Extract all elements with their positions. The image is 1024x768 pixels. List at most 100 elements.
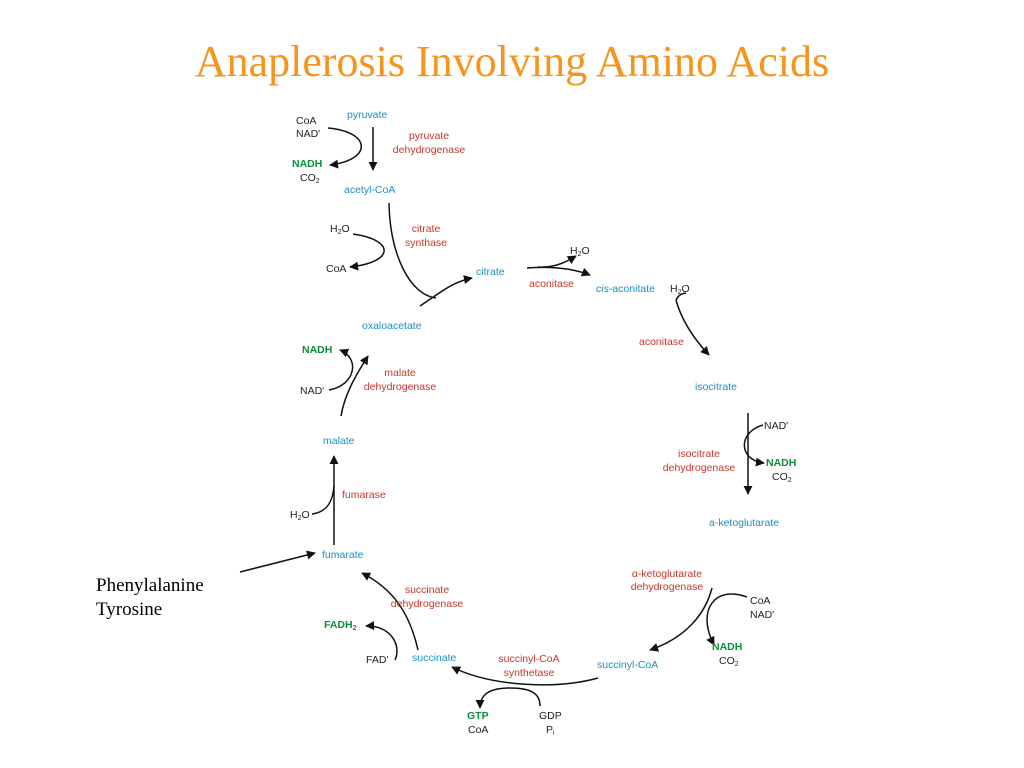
- metabolite-acetyl-coa: acetyl-CoA: [344, 184, 395, 196]
- h2o-o: O: [682, 283, 690, 295]
- enzyme-isocitrate-dh-line2: dehydrogenase: [663, 462, 736, 474]
- h2o-o: O: [582, 245, 590, 257]
- enzyme-pyruvate-dh-line1: pyruvate: [409, 130, 449, 142]
- enzyme-succinyl-coa-synthetase-line1: succinyl-CoA: [498, 653, 559, 665]
- amino-acid-phenylalanine: Phenylalanine: [96, 575, 204, 596]
- cofactor-coa-cs: CoA: [326, 263, 346, 275]
- h2o-o: O: [302, 509, 310, 521]
- h2o-subscript: 2: [298, 515, 302, 522]
- cis-aconitate-rest: -aconitate: [609, 283, 655, 295]
- cofactor-nad-icdh: NAD': [764, 420, 788, 432]
- p-subscript: i: [553, 730, 555, 737]
- metabolite-fumarate: fumarate: [322, 549, 364, 561]
- cofactor-nadh-pdh: NADH: [292, 158, 322, 170]
- co2-subscript: 2: [735, 661, 739, 668]
- page-title: Anaplerosis Involving Amino Acids: [194, 37, 830, 86]
- cofactor-fadh2: FADH2: [324, 619, 357, 632]
- enzyme-isocitrate-dh-line1: isocitrate: [678, 448, 720, 460]
- arrow-sdh-cofactors: [365, 621, 398, 661]
- cofactor-h2o-fumarase: H2O: [290, 509, 310, 522]
- arrow-succinate-to-fumarate: [361, 572, 419, 651]
- enzyme-akg-dh-line2: dehydrogenase: [631, 581, 704, 593]
- enzyme-malate-dh-line2: dehydrogenase: [364, 381, 437, 393]
- fadh-base: FADH: [324, 619, 353, 631]
- arrow-cisaconitate-to-isocitrate: [675, 299, 710, 356]
- cofactor-nad-mdh: NAD': [300, 385, 324, 397]
- arrow-fumarase-water: [311, 485, 335, 515]
- metabolite-malate: malate: [323, 435, 355, 447]
- cofactor-co2-akgdh: CO2: [719, 655, 739, 668]
- arrow-oxaloacetate-to-citrate: [419, 275, 473, 307]
- h2o-h: H: [290, 509, 298, 521]
- arrow-malate-to-oxaloacetate: [340, 355, 369, 417]
- co2-subscript: 2: [316, 178, 320, 185]
- co2-subscript: 2: [788, 477, 792, 484]
- cofactor-nadh-akgdh: NADH: [712, 641, 742, 653]
- h2o-subscript: 2: [678, 289, 682, 296]
- co2-base: CO: [719, 655, 735, 667]
- arrow-citrate-synthase-cofactors: [349, 233, 385, 271]
- enzyme-pyruvate-dh-line2: dehydrogenase: [393, 144, 466, 156]
- reaction-arrows: [239, 127, 765, 709]
- arrow-pdh-cofactors: [327, 127, 362, 169]
- arrow-icdh-cofactors: [743, 424, 765, 467]
- cofactor-co2-icdh: CO2: [772, 471, 792, 484]
- enzyme-labels: pyruvate dehydrogenase citrate synthase …: [342, 130, 735, 679]
- metabolite-isocitrate: isocitrate: [695, 381, 737, 393]
- arrow-gdp-to-gtp: [475, 687, 541, 709]
- co2-base: CO: [300, 172, 316, 184]
- enzyme-citrate-synthase-line2: synthase: [405, 237, 447, 249]
- h2o-h: H: [670, 283, 678, 295]
- amino-acid-source-label: Phenylalanine Tyrosine: [96, 574, 204, 622]
- metabolite-succinate: succinate: [412, 652, 457, 664]
- arrow-h2o-release: [537, 255, 577, 268]
- cofactor-h2o-aconitase-1: H2O: [570, 245, 590, 258]
- cofactor-co2-pdh: CO2: [300, 172, 320, 185]
- cofactor-fad: FAD': [366, 654, 388, 666]
- cis-prefix: cis: [596, 283, 610, 295]
- h2o-h: H: [330, 223, 338, 235]
- amino-acid-tyrosine: Tyrosine: [96, 599, 163, 620]
- p-base: P: [546, 724, 553, 736]
- cofactor-nad-akgdh: NAD': [750, 609, 774, 621]
- cofactor-pi: Pi: [546, 724, 555, 737]
- enzyme-fumarase: fumarase: [342, 489, 386, 501]
- enzyme-malate-dh-line1: malate: [384, 367, 416, 379]
- enzyme-succinyl-coa-synthetase-line2: synthetase: [504, 667, 555, 679]
- metabolite-pyruvate: pyruvate: [347, 109, 387, 121]
- enzyme-aconitase-1: aconitase: [529, 278, 574, 290]
- cofactor-h2o-aconitase-2: H2O: [670, 283, 690, 296]
- cofactor-coa-scs: CoA: [468, 724, 488, 736]
- arrow-mdh-cofactors: [328, 348, 354, 391]
- enzyme-aconitase-2: aconitase: [639, 336, 684, 348]
- fadh-subscript: 2: [353, 625, 357, 632]
- cofactor-coa-pdh: CoA: [296, 115, 316, 127]
- arrow-citrate-to-cisaconitate: [526, 266, 591, 277]
- cofactor-coa-akgdh: CoA: [750, 595, 770, 607]
- h2o-o: O: [342, 223, 350, 235]
- cofactor-nadh-icdh: NADH: [766, 457, 796, 469]
- h2o-h: H: [570, 245, 578, 257]
- cofactor-gtp: GTP: [467, 710, 489, 722]
- cofactor-nadh-mdh: NADH: [302, 344, 332, 356]
- metabolite-oxaloacetate: oxaloacetate: [362, 320, 422, 332]
- arrow-succinylcoa-to-succinate: [451, 666, 599, 686]
- arrow-phenylalanine-tyrosine-to-fumarate: [239, 550, 316, 573]
- cofactor-gdp: GDP: [539, 710, 562, 722]
- metabolite-succinyl-coa: succinyl-CoA: [597, 659, 658, 671]
- metabolite-cis-aconitate: cis-aconitate: [596, 283, 655, 295]
- metabolite-a-ketoglutarate: a-ketoglutarate: [709, 517, 779, 529]
- cofactor-nad-pdh: NAD': [296, 128, 320, 140]
- h2o-subscript: 2: [338, 229, 342, 236]
- cofactor-labels: CoA NAD' NADH CO2 H2O CoA H2O H2O NAD' N…: [290, 115, 796, 737]
- metabolite-labels: pyruvate acetyl-CoA citrate cis-aconitat…: [322, 109, 779, 671]
- enzyme-citrate-synthase-line1: citrate: [412, 223, 441, 235]
- enzyme-akg-dh-line1: α-ketoglutarate: [632, 568, 702, 580]
- cofactor-h2o-cs: H2O: [330, 223, 350, 236]
- metabolite-citrate: citrate: [476, 266, 505, 278]
- co2-base: CO: [772, 471, 788, 483]
- arrow-h2o-add: [675, 292, 687, 301]
- arrow-akg-to-succinylcoa: [649, 587, 713, 652]
- h2o-subscript: 2: [578, 251, 582, 258]
